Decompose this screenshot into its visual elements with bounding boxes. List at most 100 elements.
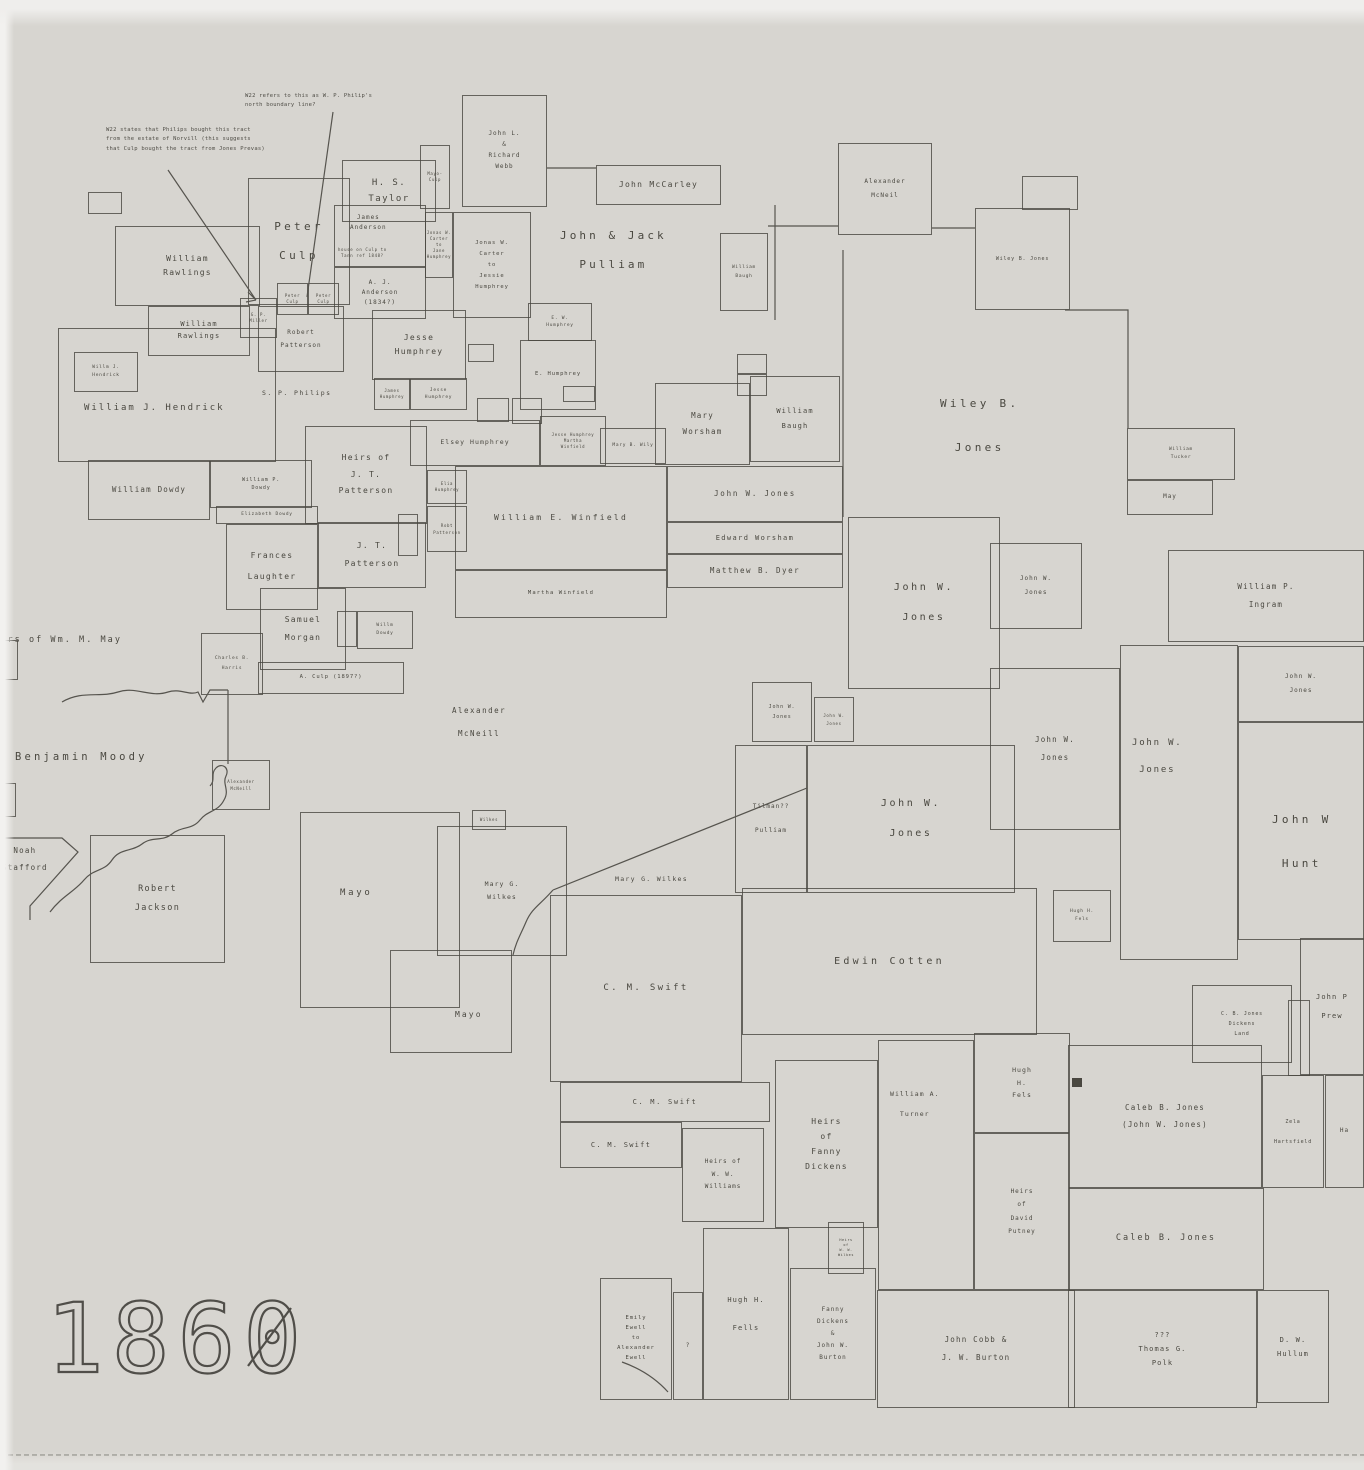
wp-dowdy-label-line: Dowdy <box>251 485 271 491</box>
willm-dowdy-small-label-line: Willm <box>376 622 394 628</box>
parcel-elsey-humphrey: Elsey Humphrey <box>410 420 540 466</box>
jwj-tiny-b-label-line: John W. <box>823 712 845 718</box>
anderson-deed-note-label-line: house on Culp to <box>338 247 387 252</box>
label-mary-g-wilkes-diag: Mary G. Wilkes <box>615 874 688 886</box>
heirs-ww-williams-label-line: Heirs of <box>704 1158 742 1166</box>
robert-jackson-label-line: Jackson <box>134 903 181 913</box>
parcel-center-tiny-4 <box>563 386 595 402</box>
emily-ewell-label-line: Ewell <box>625 1325 647 1332</box>
alexander-mcneill-label-line: McNeill <box>458 728 501 738</box>
aj-anderson-label-line: Anderson <box>361 288 399 296</box>
jwj-big-lower-label-line: Jones <box>889 828 933 839</box>
peter-culp-t2-label-line: Culp <box>317 299 330 304</box>
note-top-line: north boundary line? <box>245 102 316 109</box>
william-dowdy-label-line: William Dowdy <box>111 485 187 495</box>
parcel-center-tiny-2 <box>477 398 509 422</box>
tilman-pulliam-label-line: Pulliam <box>754 827 787 834</box>
parcel-ink-blob <box>1072 1078 1082 1087</box>
heirs-ww-wilkes-mini-label-line: Heirs <box>839 1237 853 1242</box>
heirs-ww-wilkes-mini-label-line: Wilkes <box>837 1253 854 1258</box>
mary-b-wily-label-line: Mary B. Wily <box>612 442 654 448</box>
ew-humphrey-label-line: E. W. <box>551 315 569 321</box>
parcel-william-a-turner <box>878 1040 974 1290</box>
jwj-mid-label-line: John W. <box>1034 735 1075 744</box>
parcel-dw-hullum: D. W.Hullum <box>1257 1290 1329 1403</box>
elia-humphrey-label-line: Elia <box>440 481 454 486</box>
wiley-b-jones-big-label-line: Jones <box>954 441 1005 454</box>
ewell-curve <box>621 1361 669 1393</box>
james-anderson-label-line: James <box>356 214 380 221</box>
william-e-winfield-label-line: William E. Winfield <box>493 512 629 522</box>
peter-culp-label-line: Peter <box>274 219 324 233</box>
benjamin-moody-label-line: Benjamin Moody <box>15 751 148 763</box>
william-tucker-label-line: William <box>1168 446 1193 452</box>
zela-hartsfield-label-line: Zela <box>1285 1118 1301 1125</box>
emily-ewell-label-line: Ewell <box>625 1354 647 1361</box>
jwj-far-right-label-line: John W. <box>1284 672 1317 680</box>
jwj-tiny-b-label-line: Jones <box>826 720 842 726</box>
ew-humphrey-label-line: Humphrey <box>546 323 574 328</box>
note-top-line: W22 refers to this as W. P. Philip's <box>245 93 373 99</box>
heirs-fanny-dickens-label-line: Heirs <box>811 1116 842 1126</box>
heirs-ww-wilkes-mini-label-line: W. W. <box>839 1248 853 1252</box>
rawlings-lower-label-line: Rawlings <box>177 332 221 340</box>
mcneil-links <box>768 225 975 229</box>
peter-culp-label-line: Culp <box>279 248 319 262</box>
heirs-david-putney-label-line: David <box>1010 1214 1034 1222</box>
note-left-line: that Culp bought the tract from Jones Pr… <box>106 145 265 152</box>
parcel-william-dowdy: William Dowdy <box>88 460 210 520</box>
cb-jones-dickens-label-line: C. B. Jones <box>1221 1011 1263 1017</box>
parcel-edge-tiny-1 <box>88 192 122 214</box>
william-tucker-label-line: Tucker <box>1170 455 1192 460</box>
jwj-center-label-line: John W. <box>893 582 955 593</box>
pointer-line-north-boundary <box>306 111 334 298</box>
parcel-jwj-tiny-b: John W. Jones <box>814 697 854 742</box>
james-humphrey-tiny-label-line: James <box>384 388 400 393</box>
mayo-culp-tiny-label-line: Mayo- <box>427 170 443 176</box>
parcel-william-e-winfield: William E. Winfield <box>455 466 667 570</box>
cb-jones-dickens-label-line: Dickens <box>1228 1021 1256 1027</box>
heirs-right-edge-label-line: Ha <box>1339 1127 1350 1135</box>
hs-taylor-label-line: H. S. <box>371 177 407 188</box>
elsey-humphrey-label-line: Elsey Humphrey <box>440 438 510 447</box>
parcel-mayo-upper-box <box>300 812 460 1008</box>
may-label-line: May <box>1163 493 1177 501</box>
cm-swift-s2-label-line: C. M. Swift <box>590 1140 652 1149</box>
may-south-boundary <box>61 689 229 764</box>
wiley-stair-boundary <box>1065 309 1129 428</box>
parcel-jt-patterson-2: J. T.Patterson <box>318 522 426 588</box>
dw-hullum-label-line: D. W. <box>1279 1335 1307 1344</box>
mcneill-tiny-label-line: Alexander <box>227 778 255 784</box>
john-w-hunt-label-line: John W <box>1272 813 1332 826</box>
jt-patterson-2-label-line: Patterson <box>344 559 400 568</box>
jwj-small-r1-label-line: John W. <box>1019 574 1052 582</box>
elizabeth-dowdy-label-line: Elizabeth Dowdy <box>241 511 293 517</box>
caleb-jones-jwj-label-line: Caleb B. Jones <box>1124 1103 1205 1112</box>
hendrick-tiny-label-line: Willm J. <box>92 365 120 371</box>
william-p-ingram-label-line: Ingram <box>1248 600 1284 609</box>
parcel-cm-swift-big: C. M. Swift <box>550 895 742 1082</box>
james-humphrey-tiny-label-line: Humphrey <box>379 394 405 399</box>
wilkes-diagonal <box>552 787 808 891</box>
parcel-hugh-fels-tiny: Hugh H.Fels <box>1053 890 1111 942</box>
jwj-strip-label-line: John W. Jones <box>713 489 797 499</box>
jonas-carter-strip-label-line: Carter <box>429 236 449 241</box>
john-jack-pulliam-label-line: John & Jack <box>560 229 667 242</box>
mary-g-wilkes-label-line: Wilkes <box>487 893 517 901</box>
jwj-center-label-line: Jones <box>902 612 946 623</box>
peter-culp-t1-label-line: Peter <box>284 293 301 298</box>
humphrey-winfield-t-label-line: Winfield <box>560 444 586 449</box>
parcel-jwj-tiny-a: John W.Jones <box>752 682 812 742</box>
